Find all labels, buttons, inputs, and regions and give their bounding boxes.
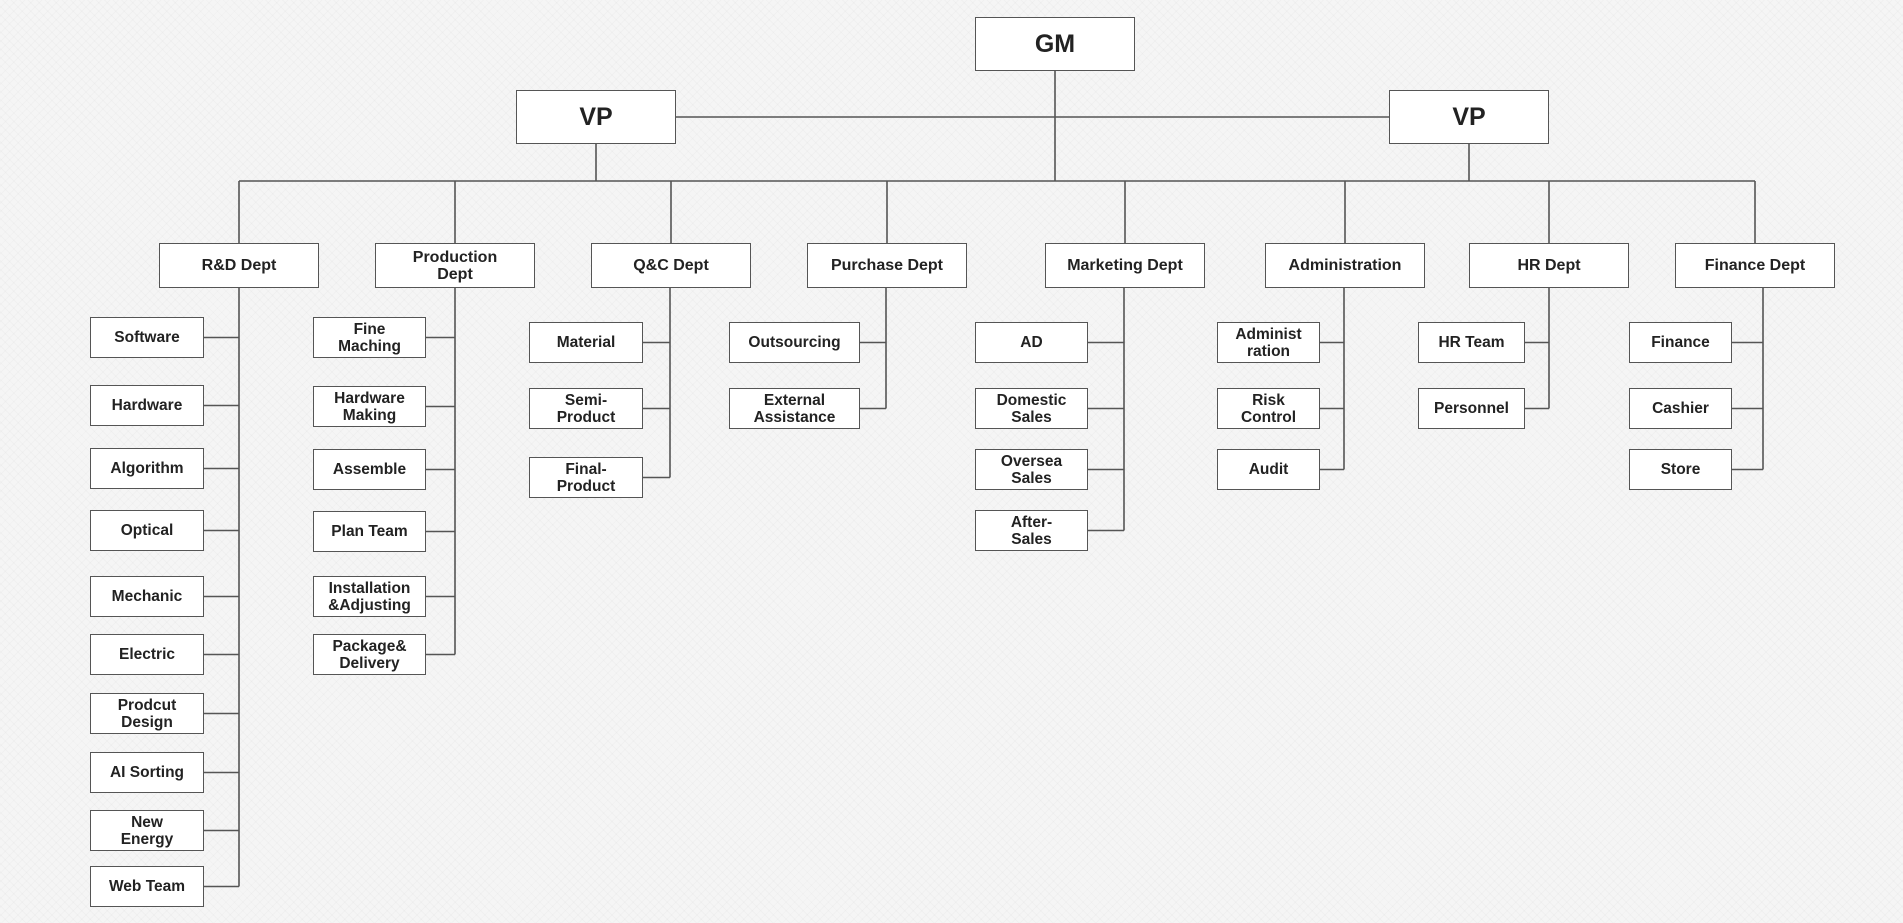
unit-rd-7: Prodcut Design xyxy=(90,693,204,734)
unit-administration-3: Audit xyxy=(1217,449,1320,490)
unit-production-4: Plan Team xyxy=(313,511,426,552)
unit-rd-4: Optical xyxy=(90,510,204,551)
unit-finance-2: Cashier xyxy=(1629,388,1732,429)
vp-left-box: VP xyxy=(516,90,676,144)
unit-rd-3: Algorithm xyxy=(90,448,204,489)
dept-purchase: Purchase Dept xyxy=(807,243,967,288)
unit-finance-3: Store xyxy=(1629,449,1732,490)
unit-rd-2: Hardware xyxy=(90,385,204,426)
dept-administration: Administration xyxy=(1265,243,1425,288)
dept-hr: HR Dept xyxy=(1469,243,1629,288)
unit-qc-2: Semi- Product xyxy=(529,388,643,429)
unit-marketing-1: AD xyxy=(975,322,1088,363)
unit-production-1: Fine Maching xyxy=(313,317,426,358)
unit-hr-2: Personnel xyxy=(1418,388,1525,429)
unit-rd-1: Software xyxy=(90,317,204,358)
gm-box: GM xyxy=(975,17,1135,71)
dept-finance: Finance Dept xyxy=(1675,243,1835,288)
unit-purchase-2: External Assistance xyxy=(729,388,860,429)
dept-production: Production Dept xyxy=(375,243,535,288)
unit-marketing-2: Domestic Sales xyxy=(975,388,1088,429)
unit-production-6: Package& Delivery xyxy=(313,634,426,675)
unit-finance-1: Finance xyxy=(1629,322,1732,363)
unit-marketing-4: After- Sales xyxy=(975,510,1088,551)
dept-qc: Q&C Dept xyxy=(591,243,751,288)
unit-qc-1: Material xyxy=(529,322,643,363)
unit-rd-6: Electric xyxy=(90,634,204,675)
unit-rd-9: New Energy xyxy=(90,810,204,851)
unit-hr-1: HR Team xyxy=(1418,322,1525,363)
unit-rd-5: Mechanic xyxy=(90,576,204,617)
dept-marketing: Marketing Dept xyxy=(1045,243,1205,288)
unit-qc-3: Final- Product xyxy=(529,457,643,498)
vp-right-box: VP xyxy=(1389,90,1549,144)
unit-production-2: Hardware Making xyxy=(313,386,426,427)
unit-rd-8: AI Sorting xyxy=(90,752,204,793)
dept-rd: R&D Dept xyxy=(159,243,319,288)
unit-production-5: Installation &Adjusting xyxy=(313,576,426,617)
unit-administration-1: Administ ration xyxy=(1217,322,1320,363)
unit-marketing-3: Oversea Sales xyxy=(975,449,1088,490)
unit-purchase-1: Outsourcing xyxy=(729,322,860,363)
unit-production-3: Assemble xyxy=(313,449,426,490)
unit-administration-2: Risk Control xyxy=(1217,388,1320,429)
unit-rd-10: Web Team xyxy=(90,866,204,907)
